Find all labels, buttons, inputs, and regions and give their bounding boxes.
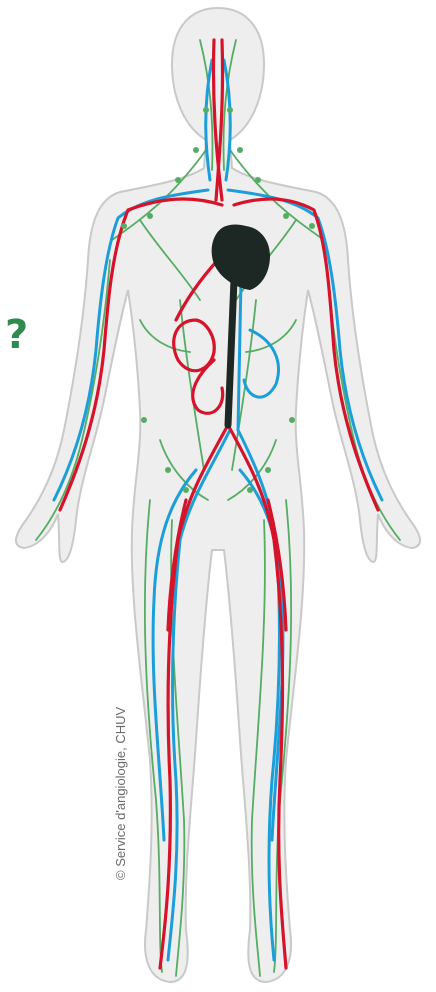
lymph-node-6 (121, 223, 127, 229)
question-mark: ? (5, 315, 28, 355)
lymph-node-13 (289, 417, 295, 423)
lymph-node-8 (165, 467, 171, 473)
image-credit: © Service d'angiologie, CHUV (113, 707, 128, 880)
lymph-node-7 (309, 223, 315, 229)
lymph-node-12 (141, 417, 147, 423)
lymph-node-0 (203, 107, 209, 113)
lymph-node-14 (175, 177, 181, 183)
lymph-node-5 (283, 213, 289, 219)
lymph-node-2 (193, 147, 199, 153)
lymph-node-4 (147, 213, 153, 219)
lymph-node-1 (227, 107, 233, 113)
lymph-node-11 (247, 487, 253, 493)
lymph-node-9 (265, 467, 271, 473)
lymph-node-15 (255, 177, 261, 183)
lymph-node-10 (183, 487, 189, 493)
lymph-node-3 (237, 147, 243, 153)
